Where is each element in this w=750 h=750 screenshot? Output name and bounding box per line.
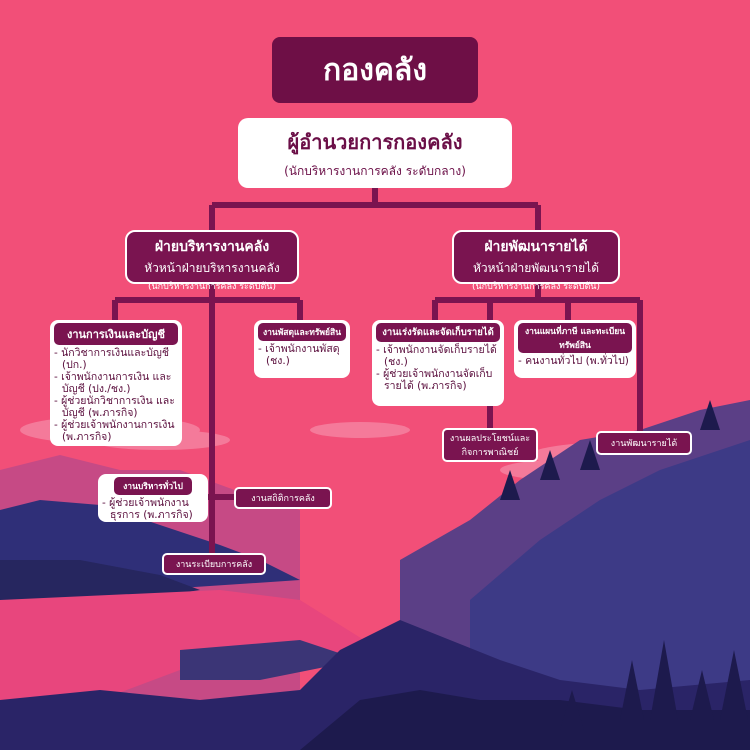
tag-revenue-development: งานพัฒนารายได้ (596, 431, 692, 455)
tag-label: งานพัฒนารายได้ (610, 439, 678, 449)
division-name: ฝ่ายพัฒนารายได้ (484, 239, 588, 255)
department-title: กองคลัง (323, 52, 427, 88)
tag-fiscal-statistics: งานสถิติการคลัง (234, 487, 332, 509)
staff-item: - คนงานทั่วไป (พ.ทั่วไป) (518, 355, 629, 367)
division-head: หัวหน้าฝ่ายบริหารงานคลัง (144, 261, 280, 275)
unit-title: งานแผนที่ภาษี และทะเบียนทรัพย์สิน (518, 323, 632, 353)
division-name: ฝ่ายบริหารงานคลัง (154, 239, 270, 255)
staff-item: - เจ้าพนักงานพัสดุ (ชง.) (258, 343, 340, 367)
tag-label: งานระเบียบการคลัง (175, 560, 253, 570)
division-revenue-development: ฝ่ายพัฒนารายได้ หัวหน้าฝ่ายพัฒนารายได้ (… (452, 230, 620, 292)
unit-staff-list: - นักวิชาการเงินและบัญชี (ปก.) - เจ้าพนั… (54, 347, 178, 443)
unit-staff-list: - เจ้าพนักงานจัดเก็บรายได้ (ชง.) - ผู้ช่… (376, 344, 500, 392)
staff-item: - เจ้าพนักงานจัดเก็บรายได้ (ชง.) (376, 344, 497, 368)
director-name: ผู้อำนวยการกองคลัง (287, 130, 463, 154)
tag-label: งานผลประโยชน์และ กิจการพาณิชย์ (449, 434, 531, 458)
staff-item: - ผู้ช่วยเจ้าพนักงาน ธุรการ (พ.ภารกิจ) (102, 497, 193, 521)
tag-fiscal-regulations: งานระเบียบการคลัง (162, 553, 266, 575)
staff-item: - นักวิชาการเงินและบัญชี (ปก.) (54, 347, 169, 371)
staff-item: - ผู้ช่วยนักวิชาการเงิน และบัญชี (พ.ภารก… (54, 395, 175, 419)
tag-label: งานสถิติการคลัง (251, 494, 315, 504)
unit-title: งานการเงินและบัญชี (54, 323, 178, 345)
director-position: (นักบริหารงานการคลัง ระดับกลาง) (284, 164, 466, 178)
unit-staff-list: - เจ้าพนักงานพัสดุ (ชง.) (258, 343, 346, 367)
staff-item: - เจ้าพนักงานการเงิน และบัญชี (ปง./ชง.) (54, 371, 172, 395)
unit-title: งานเร่งรัดและจัดเก็บรายได้ (376, 323, 500, 342)
director-box: ผู้อำนวยการกองคลัง (นักบริหารงานการคลัง … (238, 118, 512, 188)
staff-item: - ผู้ช่วยเจ้าพนักงานการเงิน (พ.ภารกิจ) (54, 419, 175, 443)
unit-general-admin: งานบริหารทั่วไป - ผู้ช่วยเจ้าพนักงาน ธุร… (98, 474, 208, 522)
unit-title: งานบริหารทั่วไป (114, 477, 192, 495)
unit-title: งานพัสดุและทรัพย์สิน (258, 323, 346, 341)
staff-item: - ผู้ช่วยเจ้าพนักงานจัดเก็บ รายได้ (พ.ภา… (376, 368, 493, 392)
department-title-box: กองคลัง (272, 37, 478, 103)
division-finance-admin: ฝ่ายบริหารงานคลัง หัวหน้าฝ่ายบริหารงานคล… (125, 230, 299, 292)
unit-tax-map-registry: งานแผนที่ภาษี และทะเบียนทรัพย์สิน - คนงา… (514, 320, 636, 378)
unit-staff-list: - คนงานทั่วไป (พ.ทั่วไป) (518, 355, 632, 367)
unit-supplies-assets: งานพัสดุและทรัพย์สิน - เจ้าพนักงานพัสดุ … (254, 320, 350, 378)
division-head: หัวหน้าฝ่ายพัฒนารายได้ (472, 261, 600, 275)
unit-staff-list: - ผู้ช่วยเจ้าพนักงาน ธุรการ (พ.ภารกิจ) (102, 497, 204, 521)
unit-finance-accounting: งานการเงินและบัญชี - นักวิชาการเงินและบั… (50, 320, 182, 446)
unit-revenue-collection: งานเร่งรัดและจัดเก็บรายได้ - เจ้าพนักงาน… (372, 320, 504, 406)
tag-commercial-affairs: งานผลประโยชน์และ กิจการพาณิชย์ (442, 428, 538, 462)
division-position: (นักบริหารงานการคลัง ระดับต้น) (472, 282, 600, 292)
division-position: (นักบริหารงานการคลัง ระดับต้น) (148, 282, 276, 292)
